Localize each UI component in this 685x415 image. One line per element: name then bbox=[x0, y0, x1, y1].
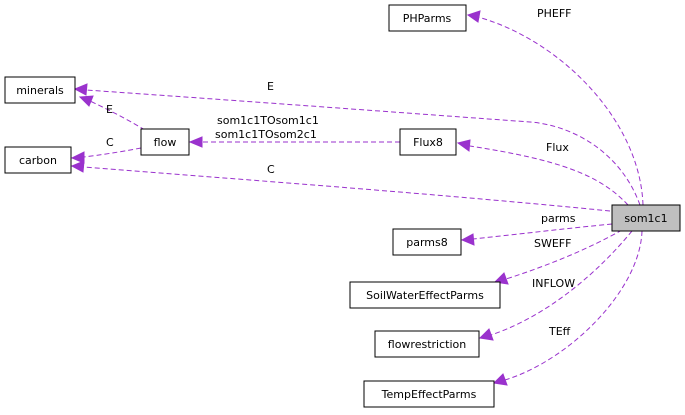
edge-label-pheff: PHEFF bbox=[537, 7, 572, 20]
edge-label-sweff: SWEFF bbox=[534, 237, 571, 250]
svg-text:carbon: carbon bbox=[19, 154, 57, 167]
edge-label-carbon-C: C bbox=[267, 163, 275, 176]
edge-sweff bbox=[493, 229, 623, 285]
node-flowrestriction[interactable]: flowrestriction bbox=[374, 330, 480, 358]
svg-text:Flux8: Flux8 bbox=[413, 136, 443, 149]
edge-phparms bbox=[466, 10, 644, 206]
node-flux8[interactable]: Flux8 bbox=[399, 128, 457, 156]
edge-flow-to-minerals bbox=[78, 95, 146, 131]
edge-carbon-direct bbox=[70, 160, 611, 212]
node-soilwatereffectparms[interactable]: SoilWaterEffectParms bbox=[349, 281, 501, 309]
edge-flux8-to-flow bbox=[188, 136, 400, 148]
edge-flow-to-carbon bbox=[70, 147, 142, 164]
edge-inflow bbox=[478, 230, 633, 341]
edge-label-flux: Flux bbox=[546, 141, 569, 154]
edge-teff bbox=[492, 230, 643, 386]
svg-text:som1c1: som1c1 bbox=[624, 212, 667, 225]
svg-text:minerals: minerals bbox=[16, 84, 64, 97]
svg-text:flow: flow bbox=[154, 136, 177, 149]
edge-label-parms: parms bbox=[541, 212, 576, 225]
edge-label-flux-flow-2: som1c1TOsom2c1 bbox=[215, 128, 317, 141]
svg-text:TempEffectParms: TempEffectParms bbox=[381, 388, 477, 401]
edge-label-minerals-E: E bbox=[267, 80, 274, 93]
edge-label-teff: TEff bbox=[548, 325, 571, 338]
edge-label-flow-minerals-E: E bbox=[106, 103, 113, 116]
svg-text:SoilWaterEffectParms: SoilWaterEffectParms bbox=[366, 289, 484, 302]
edge-label-flow-carbon-C: C bbox=[106, 136, 114, 149]
svg-text:parms8: parms8 bbox=[406, 236, 448, 249]
edge-minerals bbox=[73, 83, 641, 206]
edge-label-inflow: INFLOW bbox=[532, 277, 575, 290]
edge-flux8 bbox=[456, 139, 629, 206]
edge-label-flux-flow-1: som1c1TOsom1c1 bbox=[217, 114, 319, 127]
node-carbon[interactable]: carbon bbox=[4, 146, 72, 174]
svg-text:flowrestriction: flowrestriction bbox=[388, 338, 466, 351]
node-parms8[interactable]: parms8 bbox=[392, 228, 462, 256]
node-phparms[interactable]: PHParms bbox=[388, 4, 467, 32]
node-tempeffectparms[interactable]: TempEffectParms bbox=[363, 380, 495, 408]
node-minerals[interactable]: minerals bbox=[4, 76, 76, 104]
edge-parms8 bbox=[460, 223, 613, 246]
svg-text:PHParms: PHParms bbox=[403, 12, 452, 25]
node-som1c1[interactable]: som1c1 bbox=[611, 204, 681, 232]
node-flow[interactable]: flow bbox=[140, 128, 190, 156]
